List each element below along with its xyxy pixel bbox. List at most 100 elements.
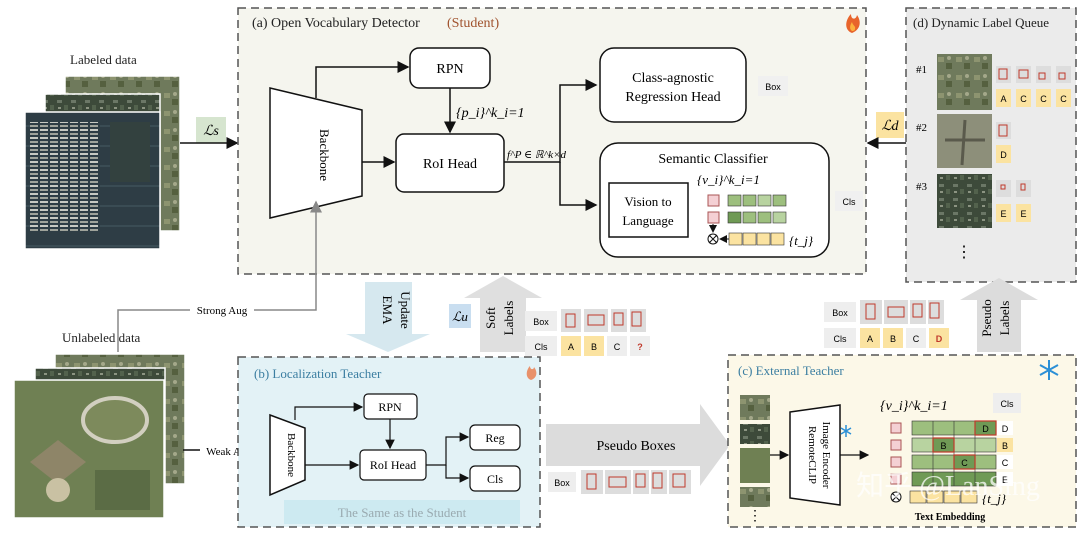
external-cls-cell	[997, 438, 1013, 452]
loss-u-label: ℒu	[452, 309, 468, 324]
vision-to-language-line1: Vision to	[624, 194, 671, 209]
queue-ellipsis: ⋮	[956, 244, 972, 261]
queue-item-1-image	[937, 54, 992, 110]
pseudo-labels-line1: Pseudo	[979, 299, 994, 337]
pseudo-box-tag-label: Box	[554, 478, 570, 488]
pl-cls-cell	[860, 328, 880, 348]
queue-item-3-label-bg	[996, 204, 1011, 222]
teacher-title: (b) Localization Teacher	[254, 366, 382, 381]
soft-cls-cell	[630, 336, 650, 356]
labeled-data-label: Labeled data	[70, 52, 137, 67]
pseudo-boxes-label: Pseudo Boxes	[597, 439, 676, 454]
grid-letter: C	[961, 458, 968, 468]
soft-cls-value: B	[591, 342, 597, 352]
pseudo-labels-arrow	[960, 278, 1038, 352]
box-tag	[758, 76, 788, 96]
queue-label: E	[1020, 209, 1026, 219]
watermark: 知乎 @LanSing	[856, 470, 1040, 502]
soft-cls-tag	[525, 336, 557, 356]
queue-item-3-label-bg	[1016, 204, 1031, 222]
pl-box-tag	[824, 302, 856, 322]
queue-item-2-label-bg	[996, 145, 1011, 163]
soft-labels-line2: Labels	[501, 301, 516, 336]
loss-u-badge	[449, 304, 471, 328]
queue-item-1-labels	[996, 89, 1071, 107]
pl-cls-value: A	[867, 334, 873, 344]
soft-cls-cell	[561, 336, 581, 356]
external-cls-cell	[997, 472, 1013, 486]
teacher-reg	[469, 424, 521, 451]
external-similarity-grid	[911, 420, 997, 487]
text-embed-row	[728, 232, 785, 246]
pseudo-box-tag	[548, 472, 576, 492]
pl-cls-cell	[906, 328, 926, 348]
roi-to-regression-arrow	[504, 79, 598, 163]
regression-head	[599, 47, 747, 123]
queue-label: A	[1000, 94, 1006, 104]
student-roi-head-label: RoI Head	[423, 157, 477, 172]
text-embedding-label: Text Embedding	[915, 512, 985, 523]
queue-item-3-image	[937, 174, 992, 228]
external-panel	[727, 354, 1077, 528]
snowflake-icon	[1039, 360, 1059, 380]
loss-s-label: ℒs	[203, 124, 219, 139]
teacher-reg-label: Reg	[485, 431, 504, 445]
external-crop	[740, 424, 770, 444]
external-text-embed-notation: {t_j}	[982, 491, 1007, 506]
visual-embed-cell	[707, 194, 720, 207]
student-rpn-label: RPN	[436, 62, 463, 77]
svg-text:⋮: ⋮	[748, 509, 762, 524]
soft-cls-cell	[584, 336, 604, 356]
queue-label: C	[1060, 94, 1067, 104]
soft-cls-value: A	[568, 342, 574, 352]
teacher-roi-head-label: RoI Head	[370, 458, 416, 472]
external-cls-value: D	[1002, 424, 1009, 434]
similarity-grid	[727, 194, 787, 224]
ema-update-line1: EMA	[380, 296, 395, 326]
teacher-backbone-label: Backbone	[285, 433, 297, 477]
visual-embed-notation: {v_i}^k_i=1	[697, 172, 760, 187]
image-encoder-line1: RemoteCLIP	[806, 426, 818, 484]
student-title: (a) Open Vocabulary Detector	[252, 16, 420, 31]
soft-labels-arrow	[464, 276, 542, 352]
loss-s-badge	[196, 117, 226, 143]
unlabeled-data-label: Unlabeled data	[62, 330, 141, 345]
teacher-backbone	[269, 413, 306, 497]
external-cls-cell	[997, 455, 1013, 469]
pseudo-labels-line2: Labels	[997, 301, 1012, 336]
backbone-to-rpn-arrow	[315, 61, 410, 98]
queue-item-2-id: #2	[916, 122, 927, 134]
loss-d-label: ℒd	[881, 119, 899, 134]
external-cls-value: C	[1002, 458, 1009, 468]
pl-cls-value: D	[936, 334, 943, 344]
labeled-data-stack	[24, 75, 181, 250]
external-title: (c) External Teacher	[738, 363, 844, 378]
pl-cls-cell	[883, 328, 903, 348]
same-as-student-label: The Same as the Student	[338, 505, 467, 520]
loss-d-badge	[876, 112, 904, 138]
queue-item-3-id: #3	[916, 181, 928, 193]
student-title-suffix: (Student)	[447, 16, 499, 31]
soft-box-tag	[525, 311, 557, 331]
soft-box-tag-label: Box	[533, 317, 549, 327]
queue-label: C	[1040, 94, 1047, 104]
soft-cls-tag-label: Cls	[535, 342, 548, 352]
vision-to-language-line2: Language	[622, 213, 673, 228]
pl-box-row	[860, 300, 944, 324]
teacher-cls-label: Cls	[487, 472, 503, 486]
soft-cls-cell	[607, 336, 627, 356]
external-visual-embed: {v_i}^k_i=1	[880, 399, 948, 414]
pseudo-box-row	[581, 470, 691, 494]
queue-label: D	[1000, 150, 1007, 160]
vision-to-language	[608, 182, 689, 238]
queue-item-1-boxes	[996, 66, 1071, 83]
pl-cls-value: C	[913, 334, 920, 344]
pl-box-tag-label: Box	[832, 308, 848, 318]
box-tag-label: Box	[765, 82, 781, 92]
queue-label: E	[1000, 209, 1006, 219]
soft-cls-value: C	[614, 342, 621, 352]
soft-cls-value: ?	[637, 342, 643, 352]
queue-title: (d) Dynamic Label Queue	[913, 15, 1049, 30]
grid-letter: D	[982, 424, 989, 434]
